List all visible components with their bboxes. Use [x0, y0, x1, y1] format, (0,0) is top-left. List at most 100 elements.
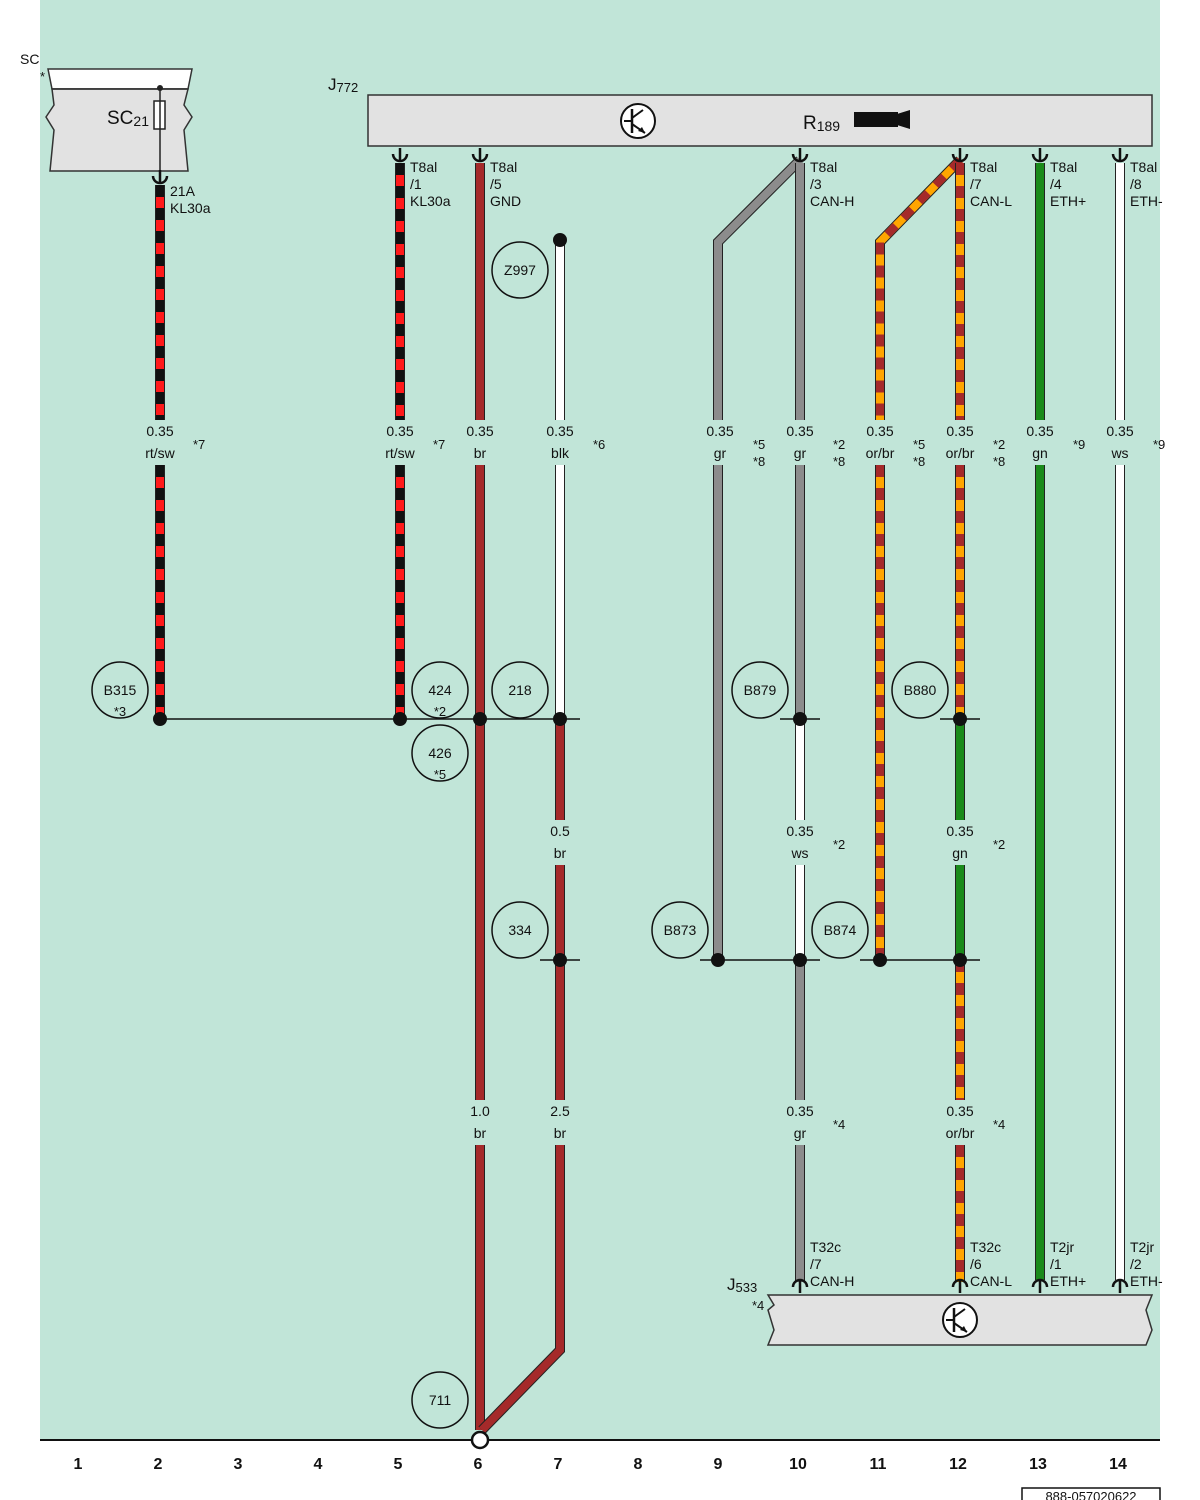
transistor-icon — [942, 1302, 978, 1338]
connector-text: T8al — [970, 159, 997, 175]
wire-size: 0.35 — [546, 423, 573, 439]
column-number: 8 — [634, 1456, 643, 1473]
wire-size: 1.0 — [470, 1103, 490, 1119]
sc-fuse-box: SC * SC21 — [20, 51, 193, 178]
pin-socket-icon — [391, 148, 409, 163]
wires — [155, 156, 1125, 1434]
connector-text: ETH- — [1130, 193, 1163, 209]
wire-color: blk — [551, 445, 570, 461]
pin-socket-icon — [951, 148, 969, 163]
j772-module: J772 R189 — [328, 75, 1153, 147]
column-number: 9 — [714, 1456, 723, 1473]
junction-dot — [153, 712, 167, 726]
location-code: B315 — [104, 682, 137, 698]
wire-color: or/br — [946, 1125, 975, 1141]
wire-size: 0.35 — [946, 823, 973, 839]
location-circle-424: 424*2 — [411, 661, 469, 719]
location-code: 334 — [508, 922, 532, 938]
wire-note: *2 — [993, 437, 1005, 452]
wire-note: *9 — [1073, 437, 1085, 452]
column-number: 1 — [74, 1456, 83, 1473]
location-circle-218: 218 — [491, 661, 549, 719]
connector-text: T8al — [1130, 159, 1157, 175]
connector-labels: 21AKL30aT8al/1KL30aT8al/5GNDT8al/3CAN-HT… — [170, 159, 1163, 1289]
sc-star: * — [40, 69, 45, 84]
j533-label: J533 — [727, 1275, 757, 1295]
wire-color: or/br — [866, 445, 895, 461]
location-code: B874 — [824, 922, 857, 938]
wire-note: *4 — [993, 1117, 1005, 1132]
connector-text: /5 — [490, 176, 502, 192]
fuse-label: SC21 — [107, 108, 149, 129]
junction-dot — [553, 953, 567, 967]
wire-note: *5 — [753, 437, 765, 452]
location-code: 218 — [508, 682, 532, 698]
pin-socket-icon — [151, 170, 169, 185]
location-code: 424 — [428, 682, 452, 698]
location-note: *5 — [434, 767, 446, 782]
location-code: B880 — [904, 682, 937, 698]
connector-text: GND — [490, 193, 521, 209]
location-circle-B315: B315 *3 — [91, 661, 149, 719]
column-number: 2 — [154, 1456, 163, 1473]
wire-size: 0.35 — [386, 423, 413, 439]
wire-size: 0.5 — [550, 823, 570, 839]
connector-text: /7 — [810, 1256, 822, 1272]
connector-text: T8al — [1050, 159, 1077, 175]
column-number: 12 — [949, 1456, 967, 1473]
connector-text: /7 — [970, 176, 982, 192]
wire-label-w11: 0.5 br — [550, 823, 570, 861]
sc-label: SC — [20, 51, 39, 67]
r189-label: R189 — [803, 113, 840, 134]
junction-dot — [711, 953, 725, 967]
wire-color: br — [554, 1125, 567, 1141]
connector-text: KL30a — [170, 200, 211, 216]
wire-color: ws — [790, 845, 808, 861]
connector-text: T2jr — [1130, 1239, 1154, 1255]
column-number: 10 — [789, 1456, 807, 1473]
wire-size: 0.35 — [786, 823, 813, 839]
wire-label-w12: 0.35 ws *2 — [786, 823, 845, 861]
location-circle-426: 426*5 — [411, 724, 469, 782]
connector-text: T8al — [490, 159, 517, 175]
location-note: *3 — [114, 704, 126, 719]
column-number: 7 — [554, 1456, 563, 1473]
location-circle-711: 711 — [411, 1371, 469, 1429]
wire-note: *8 — [913, 454, 925, 469]
column-number: 6 — [474, 1456, 483, 1473]
wire-color: gr — [714, 445, 727, 461]
wire-size: 0.35 — [466, 423, 493, 439]
location-code: Z997 — [504, 262, 536, 278]
wire-orbr-branch-upper — [875, 156, 964, 420]
junction-dot — [393, 712, 407, 726]
junction-dot — [793, 712, 807, 726]
wire-color: or/br — [946, 445, 975, 461]
wire-note: *8 — [833, 454, 845, 469]
connector-text: CAN-L — [970, 193, 1012, 209]
connector-text: /4 — [1050, 176, 1062, 192]
location-circle-334: 334 — [491, 901, 549, 959]
column-number: 13 — [1029, 1456, 1047, 1473]
pin-socket-icon — [791, 148, 809, 163]
wire-label-w14: 1.0br — [470, 1103, 490, 1141]
connector-text: ETH- — [1130, 1273, 1163, 1289]
wire-color: br — [554, 845, 567, 861]
wire-br25 — [478, 1145, 565, 1434]
wire-note: *2 — [833, 837, 845, 852]
wire-size: 0.35 — [946, 1103, 973, 1119]
pin-socket-icon — [1111, 148, 1129, 163]
junction-dot — [873, 953, 887, 967]
